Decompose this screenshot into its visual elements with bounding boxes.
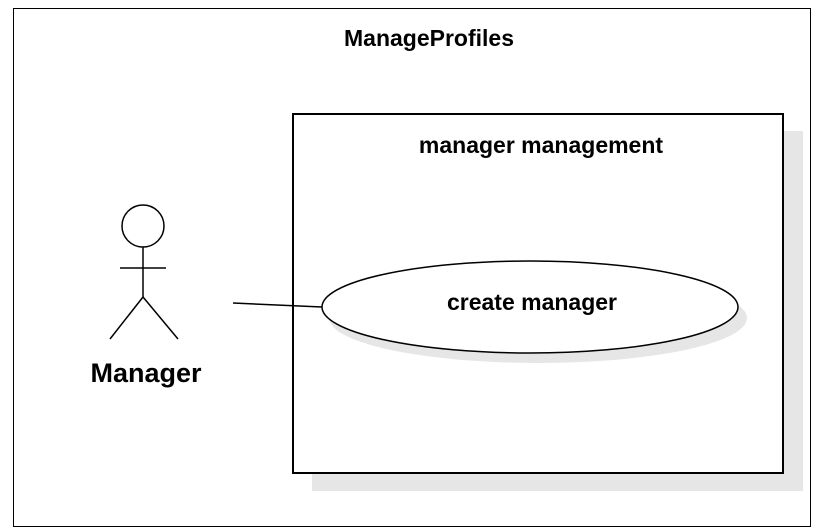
association-line <box>232 302 323 308</box>
actor-head <box>121 204 165 248</box>
system-title: ManageProfiles <box>344 25 514 51</box>
actor-label[interactable]: Manager <box>90 358 202 388</box>
package-title: manager management <box>418 132 664 158</box>
stick-figure-icon <box>109 204 179 340</box>
use-case-label[interactable]: create manager <box>446 289 618 315</box>
actor-right-leg <box>142 296 179 340</box>
actor-left-leg <box>109 296 144 340</box>
